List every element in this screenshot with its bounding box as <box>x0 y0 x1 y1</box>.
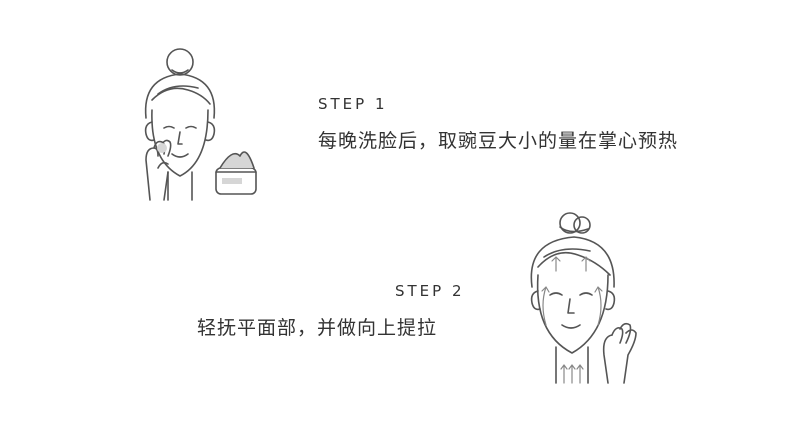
woman-applying-cream-illustration <box>128 40 268 210</box>
step-1-label: STEP 1 <box>318 95 388 113</box>
step-2-label: STEP 2 <box>395 282 465 300</box>
face-massage-arrows-icon <box>530 212 637 384</box>
step-2-instruction: 轻抚平面部，并做向上提拉 <box>197 317 438 339</box>
woman-lifting-face-illustration <box>512 205 652 390</box>
step-1-instruction: 每晚洗脸后，取豌豆大小的量在掌心预热 <box>318 130 679 152</box>
woman-with-cream-jar-icon <box>144 48 257 201</box>
